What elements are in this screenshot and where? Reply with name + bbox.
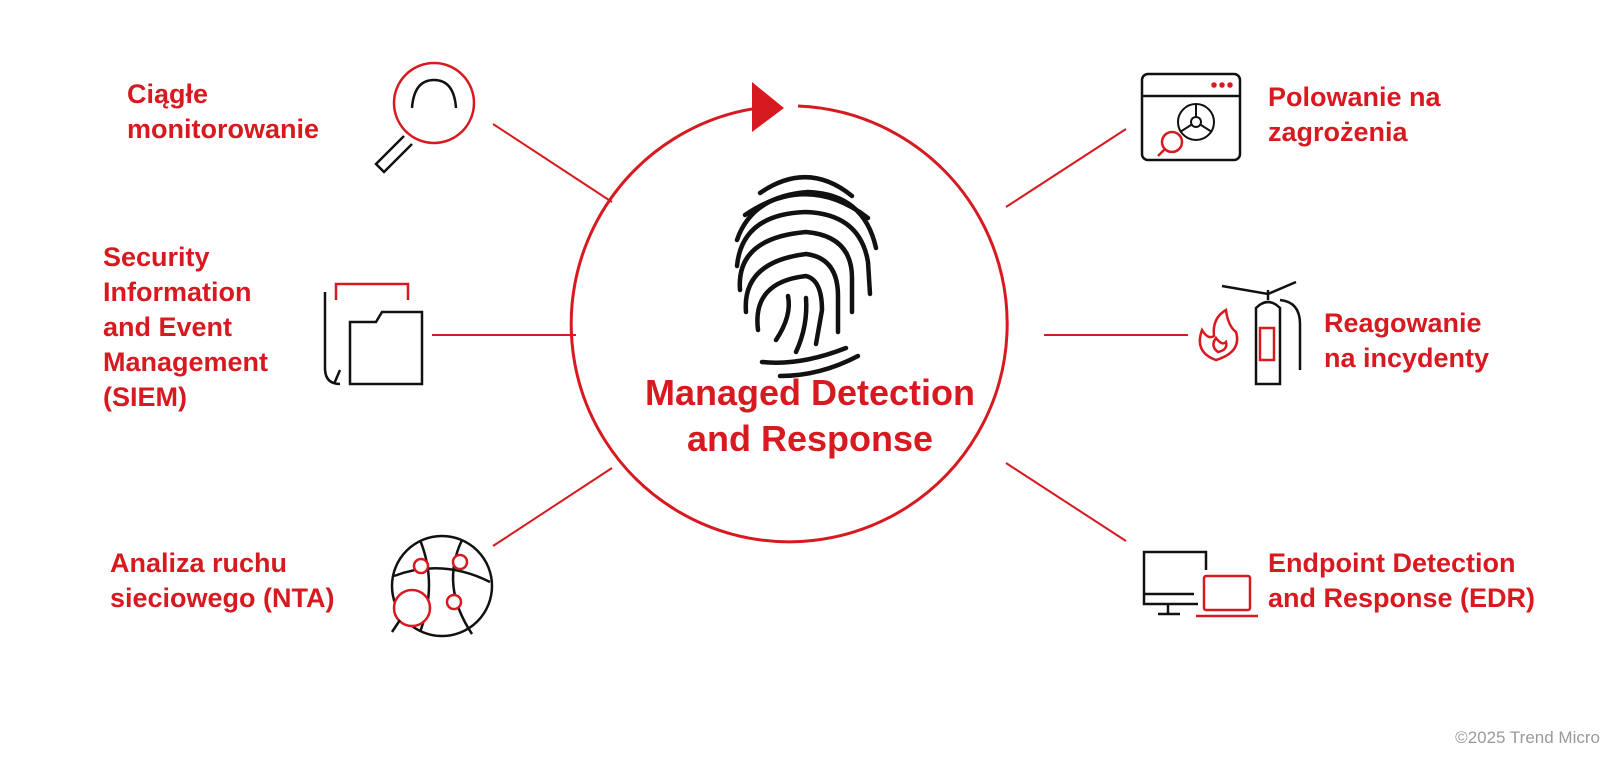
label-line: Analiza ruchu	[110, 548, 288, 578]
monitor-laptop-icon	[1142, 550, 1258, 618]
label-line: Security	[103, 242, 210, 272]
center-title: Managed Detection and Response	[600, 370, 1020, 462]
fingerprint-icon	[734, 175, 879, 379]
label-line: sieciowego (NTA)	[110, 583, 335, 613]
node-label-siem: Security Information and Event Managemen…	[103, 240, 268, 415]
browser-biohazard-icon	[1140, 72, 1242, 162]
center-ring	[569, 104, 1009, 544]
node-label-edr: Endpoint Detection and Response (EDR)	[1268, 546, 1535, 616]
label-line: and Response (EDR)	[1268, 583, 1536, 613]
label-line: zagrożenia	[1268, 117, 1408, 147]
network-globe-search-icon	[390, 534, 494, 638]
label-line: Polowanie na	[1268, 82, 1441, 112]
label-line: Ciągłe	[127, 79, 209, 109]
connector-line	[1005, 128, 1127, 208]
connector-line	[492, 123, 613, 203]
label-line: Reagowanie	[1324, 308, 1482, 338]
label-line: (SIEM)	[103, 382, 187, 412]
label-line: na incydenty	[1324, 343, 1490, 373]
folder-document-icon	[323, 282, 424, 386]
center-title-line: and Response	[686, 418, 934, 459]
node-label-continuous-monitoring: Ciągłe monitorowanie	[127, 77, 319, 147]
center-title-line: Managed Detection	[644, 372, 976, 413]
connector-line	[1005, 462, 1127, 542]
connector-line	[492, 467, 613, 547]
fire-extinguisher-icon	[1198, 280, 1302, 386]
copyright-text: ©2025 Trend Micro	[1455, 728, 1600, 747]
node-label-nta: Analiza ruchu sieciowego (NTA)	[110, 546, 335, 616]
label-line: Management	[103, 347, 269, 377]
magnifier-icon	[374, 61, 476, 174]
node-label-threat-hunting: Polowanie na zagrożenia	[1268, 80, 1441, 150]
label-line: and Event	[103, 312, 233, 342]
label-line: Endpoint Detection	[1268, 548, 1516, 578]
cycle-arrow-head	[752, 82, 784, 132]
label-line: Information	[103, 277, 252, 307]
node-label-incident-response: Reagowanie na incydenty	[1324, 306, 1489, 376]
label-line: monitorowanie	[127, 114, 320, 144]
